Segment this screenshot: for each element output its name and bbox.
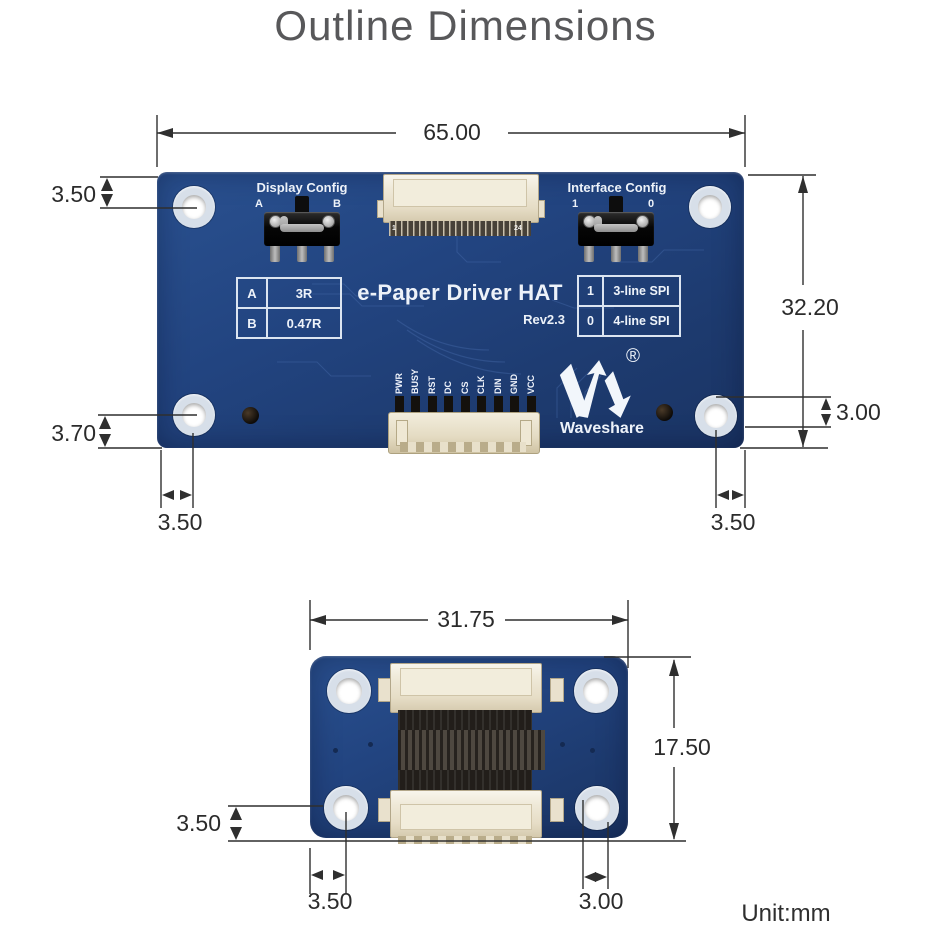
- switch-lever: [280, 216, 288, 230]
- switch-slot: [280, 224, 324, 232]
- hole-bore: [583, 678, 609, 704]
- test-point-dot: [656, 404, 673, 421]
- mounting-hole: [327, 669, 371, 713]
- connector-pad: [444, 396, 453, 412]
- pin-number-last: 24: [514, 225, 522, 232]
- switch-leg: [324, 246, 334, 262]
- via-dot: [560, 742, 565, 747]
- switch-slot: [594, 224, 638, 232]
- dim-adapter-hole-bottom-right-h: 3.00: [578, 888, 624, 914]
- pcb-traces: [277, 234, 704, 418]
- connector-pad: [477, 396, 486, 412]
- ffc-ribbon-pins: [398, 730, 545, 770]
- dim-main-hole-top-left: 3.50: [51, 181, 96, 207]
- pin-number-first: 1: [392, 225, 396, 232]
- switch-lever: [594, 216, 602, 230]
- connector-pad: [428, 396, 437, 412]
- connector-lid: [400, 668, 532, 696]
- connector-latch: [398, 710, 532, 730]
- test-point-dot: [242, 407, 259, 424]
- hole-bore: [704, 404, 728, 428]
- dim-adapter-height: 17.50: [653, 734, 711, 760]
- page-title: Outline Dimensions: [274, 2, 657, 49]
- connector-pad: [494, 396, 503, 412]
- connector-lid: [393, 179, 527, 207]
- mounting-hole: [689, 186, 731, 228]
- connector-clip: [550, 678, 564, 702]
- connector-pin-row: [389, 221, 531, 236]
- mounting-hole: [574, 669, 618, 713]
- dim-main-hole-bottom-left-v: 3.70: [51, 420, 96, 446]
- table-cell: 4-line SPI: [603, 306, 680, 336]
- interface-config-0-label: 0: [648, 198, 655, 210]
- switch-leg: [270, 246, 280, 262]
- connector-pad: [461, 396, 470, 412]
- connector-lid: [400, 804, 532, 830]
- unit-label: Unit:mm: [741, 900, 831, 927]
- connector-teeth: [398, 836, 532, 844]
- table-cell: 3R: [267, 278, 341, 308]
- interface-config-table: 1 3-line SPI 0 4-line SPI: [577, 275, 681, 337]
- table-cell: A: [237, 278, 267, 308]
- revision-label: Rev2.3: [523, 312, 565, 327]
- switch-screw: [322, 215, 335, 228]
- display-config-table: A 3R B 0.47R: [236, 277, 342, 339]
- table-cell: B: [237, 308, 267, 338]
- connector-pad: [527, 396, 536, 412]
- registered-trademark-symbol: ®: [626, 346, 640, 367]
- connector-endcap: [520, 420, 532, 446]
- display-config-a-label: A: [255, 198, 263, 210]
- dim-adapter-hole-left-v: 3.50: [176, 810, 221, 836]
- ph-connector-9pin: [386, 396, 540, 456]
- interface-config-1-label: 1: [572, 198, 579, 210]
- slide-switch-interface-config: [572, 196, 660, 262]
- via-dot: [590, 748, 595, 753]
- dim-adapter-hole-bottom-left-h: 3.50: [307, 888, 353, 914]
- switch-screw: [636, 215, 649, 228]
- table-cell: 0.47R: [267, 308, 341, 338]
- hole-bore: [182, 195, 206, 219]
- product-name: e-Paper Driver HAT: [357, 280, 563, 305]
- switch-leg: [638, 246, 648, 262]
- slide-switch-display-config: [258, 196, 346, 262]
- brand-name: Waveshare: [560, 420, 644, 437]
- via-dot: [368, 742, 373, 747]
- connector-pad: [395, 396, 404, 412]
- ffc-connector-top: [376, 660, 566, 732]
- display-config-b-label: B: [333, 198, 341, 210]
- dim-main-hole-right-v: 3.00: [836, 399, 881, 425]
- table-cell: 3-line SPI: [603, 276, 680, 306]
- hole-bore: [336, 678, 362, 704]
- hole-bore: [584, 795, 610, 821]
- hole-bore: [698, 195, 722, 219]
- switch-leg: [297, 246, 307, 262]
- dim-main-width: 65.00: [423, 119, 481, 145]
- table-cell: 1: [578, 276, 603, 306]
- display-config-label: Display Config: [256, 180, 348, 195]
- connector-pad: [411, 396, 420, 412]
- table-cell: 0: [578, 306, 603, 336]
- via-dot: [333, 748, 338, 753]
- ffc-connector-24pin: 1 24: [377, 174, 545, 236]
- switch-leg: [584, 246, 594, 262]
- dim-main-hole-bottom-left-h: 3.50: [157, 509, 203, 535]
- connector-clip: [550, 798, 564, 822]
- connector-latch: [398, 770, 532, 791]
- mounting-hole: [173, 186, 215, 228]
- switch-leg: [611, 246, 621, 262]
- connector-pad: [510, 396, 519, 412]
- interface-config-label: Interface Config: [567, 180, 667, 195]
- dim-main-height: 32.20: [781, 294, 839, 320]
- dim-main-hole-bottom-right-h: 3.50: [710, 509, 756, 535]
- dim-adapter-width: 31.75: [437, 606, 495, 632]
- connector-teeth: [400, 442, 526, 452]
- waveshare-logo-icon: [559, 360, 631, 418]
- ffc-connector-bottom: [376, 770, 566, 844]
